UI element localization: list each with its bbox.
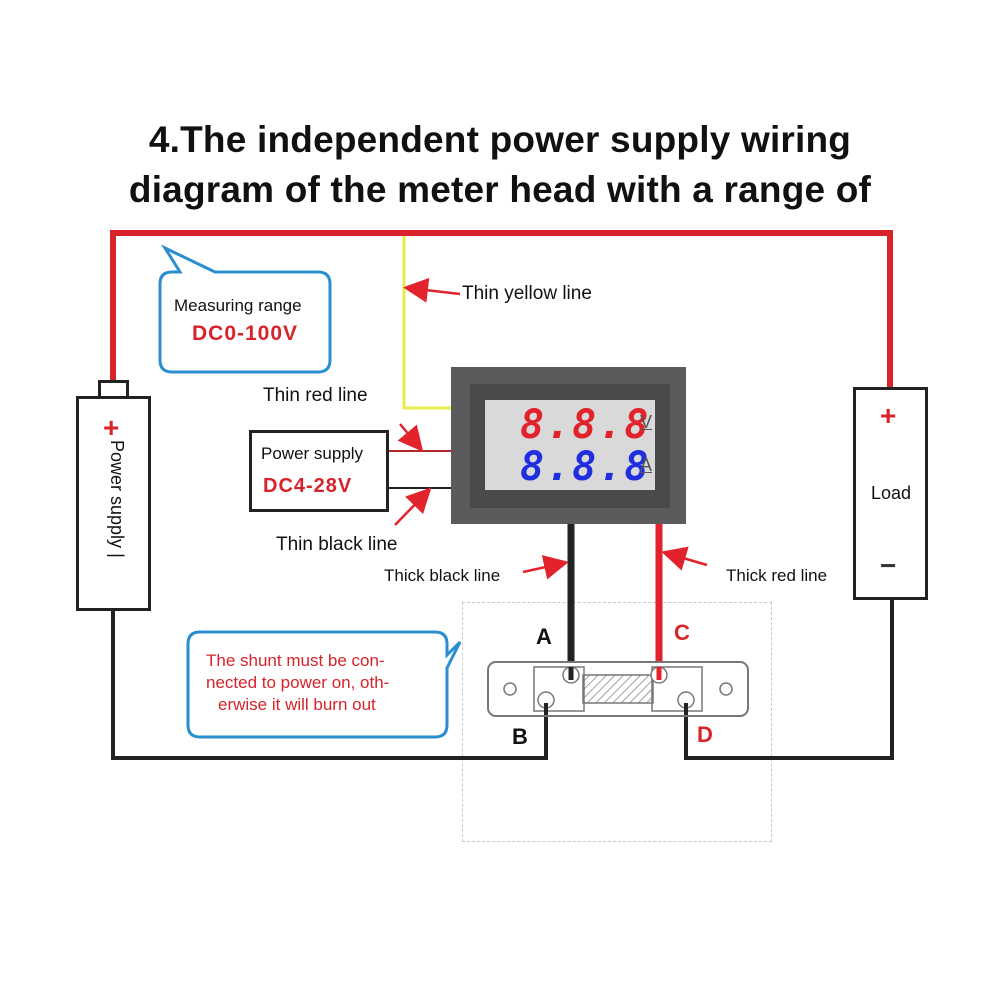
shunt-dashed-frame	[462, 602, 772, 842]
shunt-hole-left	[503, 682, 517, 696]
shunt-warning-line-2: nected to power on, oth-	[206, 673, 390, 692]
shunt-hole-right	[719, 682, 733, 696]
meter-power-supply-value: DC4-28V	[263, 475, 353, 497]
main-power-supply-text: Power supply	[107, 440, 127, 549]
load-plus-icon: +	[880, 400, 897, 431]
voltage-display: 8.8.8	[520, 402, 651, 448]
shunt-warning-line-3: erwise it will burn out	[218, 695, 376, 714]
arrow-thin-black	[394, 487, 432, 526]
voltage-unit: V	[640, 412, 653, 432]
negative-wire-right	[684, 598, 894, 760]
shunt-warning-line-1: The shunt must be con-	[206, 651, 385, 670]
load-label: Load	[871, 483, 912, 503]
thin-black-line-label: Thin black line	[276, 534, 398, 555]
diagram-title-line-1: 4.The independent power supply wiring	[148, 119, 852, 160]
battery-minus-icon: |	[107, 553, 127, 558]
load-box	[853, 387, 928, 600]
meter-power-supply-label: Power supply	[261, 444, 364, 463]
arrow-thin-red	[397, 423, 424, 452]
main-power-supply-label: Power supply |	[106, 440, 127, 558]
current-display: 8.8.8	[520, 444, 651, 490]
battery-plus-icon: +	[103, 412, 120, 443]
meter-screen	[485, 400, 655, 490]
arrow-thick-black	[522, 555, 569, 580]
current-unit: A	[640, 455, 653, 475]
thick-black-line-label: Thick black line	[384, 566, 501, 585]
battery-terminal-cap	[98, 380, 129, 398]
diagram-title-line-2: diagram of the meter head with a range o…	[128, 169, 872, 210]
terminal-b-label: B	[512, 724, 528, 749]
terminal-d-label: D	[697, 722, 713, 747]
arrow-thin-yellow	[403, 277, 461, 303]
measuring-range-value: DC0-100V	[192, 322, 299, 345]
measuring-range-label: Measuring range	[174, 296, 302, 315]
meter-power-supply-box	[249, 430, 389, 512]
thin-yellow-line-label: Thin yellow line	[462, 283, 592, 304]
shunt-resistor	[582, 674, 654, 704]
arrow-thick-red	[661, 546, 708, 571]
thin-red-line-label: Thin red line	[263, 385, 368, 406]
main-positive-wire	[110, 230, 893, 389]
terminal-c-label: C	[674, 620, 690, 645]
thick-red-line-label: Thick red line	[726, 566, 828, 585]
negative-wire-left	[111, 609, 548, 760]
main-power-supply	[76, 396, 151, 611]
terminal-a-label: A	[536, 624, 552, 649]
load-minus-icon: −	[880, 550, 897, 581]
